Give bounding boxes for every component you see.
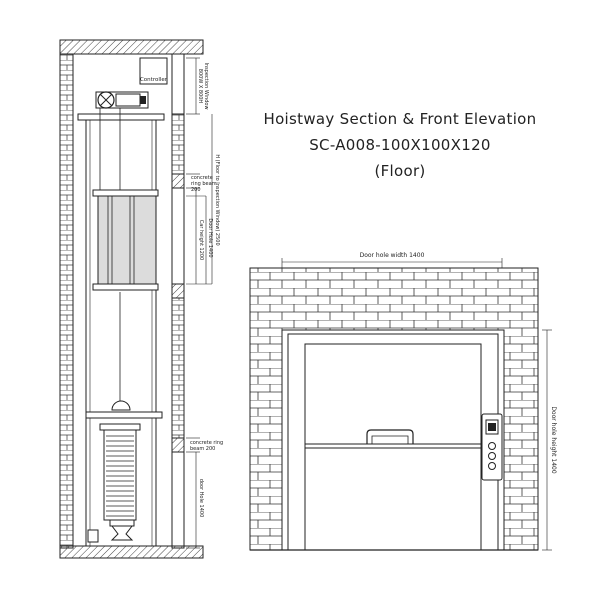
right-wall-upper — [171, 53, 185, 115]
car-height-label: Car height 1200 — [198, 220, 204, 260]
title-line-2: SC-A008-100X100X120 — [309, 136, 491, 154]
car-interior — [304, 343, 482, 551]
call-button-1 — [488, 442, 496, 450]
controller-label: Controller — [140, 77, 168, 83]
hoistway-section: Controller — [59, 39, 223, 559]
door-hole-upper — [171, 187, 185, 285]
call-button-3 — [488, 462, 496, 470]
front-elevation: Door hole width 1400 — [249, 252, 557, 551]
door-hole-height-label: Door hole height 1400 — [550, 406, 557, 474]
hoistway-shaft — [72, 53, 173, 547]
door-hole-lower-label: door Hole 1400 — [198, 479, 204, 518]
title-line-1: Hoistway Section & Front Elevation — [263, 110, 537, 128]
ring-beam-2-line2: beam 200 — [190, 446, 215, 452]
ring-beam-1 — [171, 173, 185, 189]
door-hole-upper-label: Door Hole 1400 — [207, 218, 213, 257]
door-hole-width-label: Door hole width 1400 — [360, 252, 425, 259]
ring-beam-1-line2: ring beam — [191, 181, 217, 187]
traction-machine — [95, 91, 149, 109]
ring-beam-1b — [171, 283, 185, 299]
door-handle — [366, 429, 414, 444]
machine-beam — [77, 113, 165, 121]
section-dimensions — [186, 57, 213, 549]
top-slab — [59, 39, 204, 55]
ring-beam-2-line1: concrete ring — [190, 440, 223, 446]
controller-box — [139, 57, 168, 85]
floor-to-inspection-label: H (Floor to Inspection Window) 2500 — [214, 154, 220, 245]
ring-beam-1-line1: concrete — [191, 175, 213, 181]
pit-slab — [59, 545, 204, 559]
counterweight — [85, 400, 163, 543]
ring-beam-2 — [171, 437, 185, 453]
inspection-window-size: 800W X 800H — [197, 69, 203, 104]
inspection-window-label: Inspection Window — [203, 62, 209, 109]
door-hole-lower — [171, 451, 185, 549]
ring-beam-1-line3: 200 — [191, 187, 201, 193]
call-button-2 — [488, 452, 496, 460]
right-wall-brick-2 — [171, 297, 185, 439]
title-line-3: (Floor) — [374, 162, 426, 180]
right-wall-brick-1 — [171, 113, 185, 175]
lift-car — [92, 189, 159, 291]
left-wall — [59, 53, 74, 549]
